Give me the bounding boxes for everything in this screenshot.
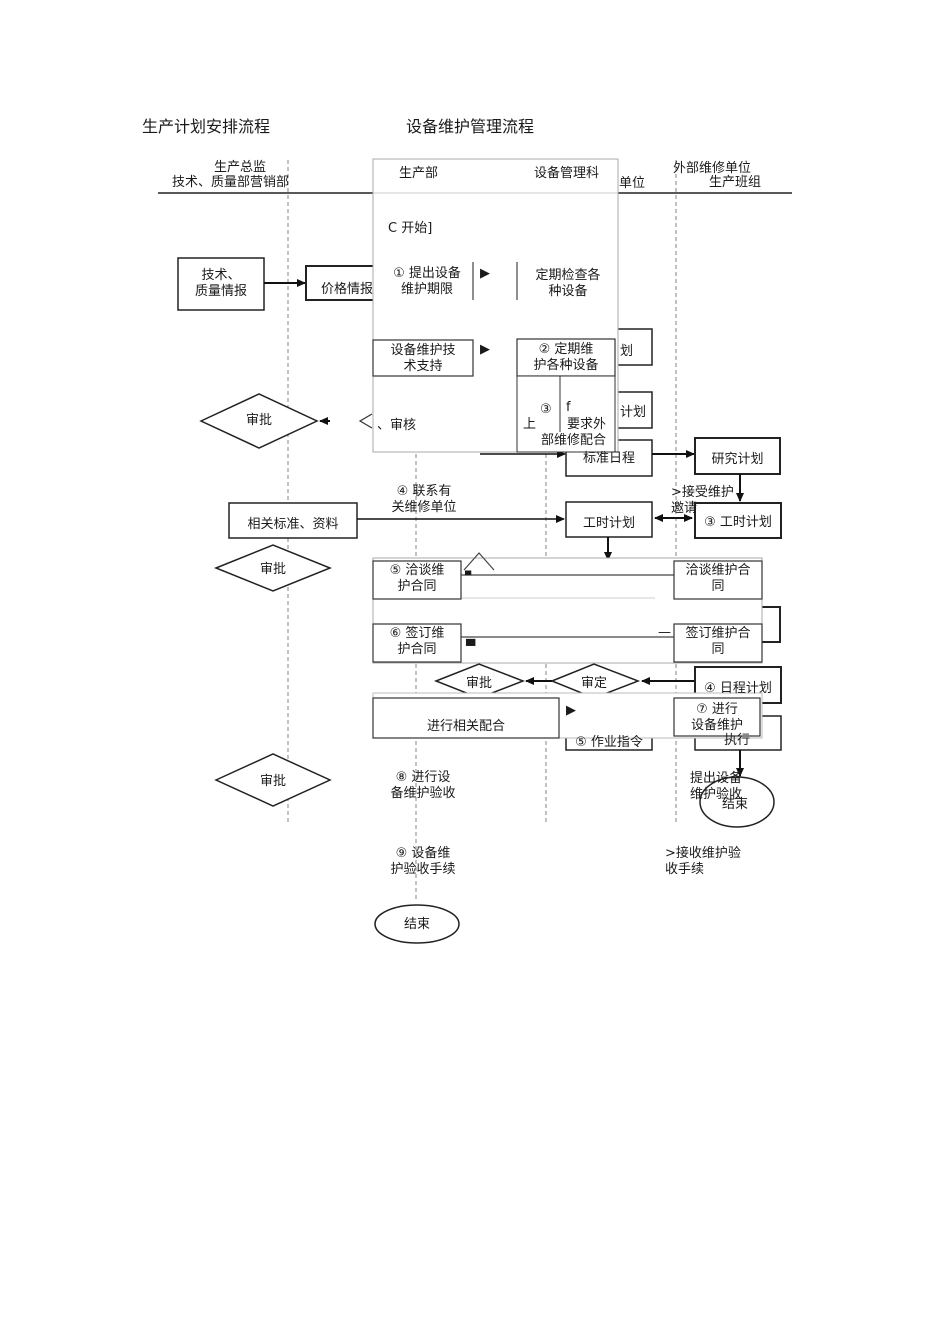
lane-equipment-section: 设备管理科 — [534, 166, 600, 181]
lane-external-unit: 外部维修单位 — [673, 161, 752, 176]
production-plan-title: 生产计划安排流程 — [142, 117, 271, 136]
receive-acceptance-label: >接收维护验 收手续 — [665, 846, 741, 877]
approve-diamond-2 — [213, 544, 333, 592]
review-label: 、审核 — [377, 418, 417, 433]
related-standards-box — [228, 502, 358, 539]
ext-sign-box — [673, 623, 763, 663]
step3-up: 上 — [523, 417, 537, 432]
propose-acceptance-label: 提出设备 维护验收 — [689, 771, 742, 802]
approve-3-label: 审批 — [259, 774, 286, 789]
arrow-right-3: ▶ — [566, 703, 576, 718]
standard-schedule-label: 标准日程 — [582, 451, 635, 466]
end-oval-bg — [699, 776, 775, 828]
arrow-right-2: ▶ — [480, 342, 490, 357]
step3-mark: ③ — [540, 402, 552, 417]
tech-quality-info-label: 技术、 质量情报 — [194, 268, 247, 299]
diamond-top-mark — [463, 552, 495, 571]
small-mark-1: ▀ — [465, 571, 472, 580]
dash-mark: — — [658, 625, 671, 640]
step5-label: ⑤ 洽谈维 护合同 — [389, 563, 445, 594]
step8-label: ⑧ 进行设 备维护验收 — [390, 770, 456, 801]
small-mark-2: ▀ — [466, 639, 476, 653]
lane-production-team: 生产班组 — [709, 175, 762, 190]
approve-diamond-3 — [214, 753, 332, 807]
ext-negotiate-label: 洽谈维护合 同 — [685, 563, 751, 594]
price-info-label: 价格情报 — [321, 282, 374, 297]
step7-label: ⑦ 进行 设备维护 — [690, 702, 743, 733]
plan-partial-1-label: 划 — [620, 344, 634, 359]
execute-label: 执行 — [723, 733, 750, 748]
step2-label: ② 定期维 护各种设备 — [533, 342, 599, 373]
ext-sign-label: 签订维护合 同 — [685, 626, 751, 657]
step3-f: f — [566, 400, 571, 415]
tech-support-label: 设备维护技 术支持 — [390, 343, 456, 374]
related-coop-box — [372, 697, 560, 739]
approve-1-label: 审批 — [245, 413, 272, 428]
determine-label: 审定 — [580, 676, 607, 691]
related-standards-label: 相关标准、资料 — [247, 517, 339, 532]
step3-label: 要求外 部维修配合 — [540, 417, 606, 448]
step6-box — [372, 623, 462, 663]
step6-label: ⑥ 签订维 护合同 — [389, 626, 445, 657]
plan-partial-2-label: 计划 — [620, 405, 647, 420]
tech-quality-info-box — [177, 257, 265, 311]
start-label: C 开始] — [388, 221, 433, 236]
step7-box — [673, 697, 761, 737]
work-order-5-label: ⑤ 作业指令 — [575, 735, 643, 747]
approve-main-label: 审批 — [465, 676, 492, 691]
step4-label: ④ 联系有 关维修单位 — [391, 484, 457, 515]
research-plan-label: 研究计划 — [711, 452, 764, 467]
work-hour-plan-box — [565, 501, 653, 538]
work-hour-plan-3-label: ③ 工时计划 — [704, 515, 772, 530]
lane-production-dept: 生产部 — [399, 166, 439, 181]
lane-tech-quality-sales: 技术、质量部营销部 — [172, 175, 290, 190]
end-bg-label: 结束 — [722, 797, 749, 812]
work-hour-plan-label: 工时计划 — [582, 516, 635, 531]
maintenance-flow-title: 设备维护管理流程 — [406, 117, 535, 136]
step3-box — [516, 375, 616, 453]
step1-label: ① 提出设备 维护期限 — [393, 266, 461, 297]
end-label: 结束 — [403, 917, 430, 932]
work-hour-plan-3-box — [694, 502, 782, 539]
schedule-plan-4-label: ④ 日程计划 — [704, 681, 772, 696]
approve-2-label: 审批 — [259, 562, 286, 577]
ext-negotiate-box — [673, 560, 763, 600]
step2-box — [516, 338, 616, 377]
accept-request-label: >接受维护 邀请 — [671, 485, 734, 516]
regular-check-label: 定期检查各 种设备 — [535, 268, 601, 299]
end-oval — [374, 904, 460, 944]
tech-support-box — [372, 339, 474, 377]
step9-label: ⑨ 设备维 护验收手续 — [390, 846, 456, 877]
step5-box — [372, 560, 462, 600]
arrow-right-1: ▶ — [480, 266, 490, 281]
determine-diamond — [550, 663, 641, 699]
related-coop-label: 进行相关配合 — [426, 719, 505, 734]
approve-diamond-main — [433, 663, 526, 699]
approve-diamond-1 — [199, 393, 319, 449]
partial-arrow-mark — [358, 413, 373, 429]
lane-unit: 单位 — [619, 176, 646, 191]
lane-supervisor: 生产总监 — [213, 160, 266, 175]
research-plan-box — [694, 437, 781, 475]
